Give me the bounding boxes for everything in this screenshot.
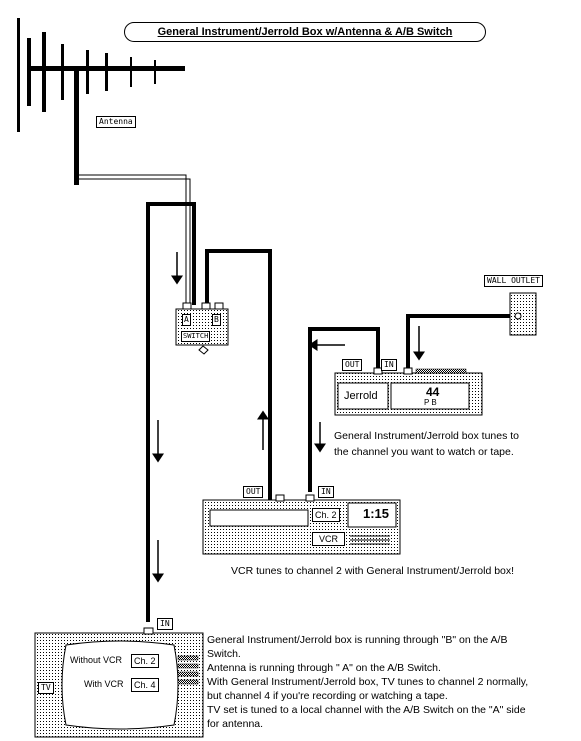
antenna-icon: [17, 18, 185, 185]
vcr-name-label: VCR: [312, 532, 346, 546]
switch-label: SWITCH: [181, 331, 211, 342]
jerrold-brand: Jerrold: [344, 390, 378, 402]
vcr-in-label: IN: [318, 486, 334, 498]
note-line: Antenna is running through " A" on the A…: [207, 662, 441, 674]
jerrold-in-label: IN: [381, 359, 397, 371]
jerrold-pb-indicator: P B: [424, 398, 437, 407]
note-line: General Instrument/Jerrold box is runnin…: [207, 634, 508, 646]
jerrold-caption-line1: General Instrument/Jerrold box tunes to: [334, 430, 520, 442]
with-vcr-label: With VCR: [84, 679, 124, 689]
note-line: TV set is tuned to a local channel with …: [207, 704, 526, 716]
jerrold-box: [334, 367, 483, 416]
vcr-caption: VCR tunes to channel 2 with General Inst…: [231, 565, 515, 577]
jerrold-channel-display: 44: [426, 385, 440, 399]
jerrold-caption-line2: the channel you want to watch or tape.: [334, 446, 514, 458]
wall-outlet-label: WALL OUTLET: [484, 275, 543, 287]
vcr-clock-display: 1:15: [363, 506, 390, 521]
vcr-out-label: OUT: [243, 486, 264, 498]
vcr-channel-display: Ch. 2: [312, 508, 340, 522]
note-line: but channel 4 if you're recording or wat…: [207, 690, 448, 702]
note-line: Switch.: [207, 648, 241, 660]
without-vcr-channel: Ch. 2: [131, 654, 159, 668]
ab-switch: [175, 302, 229, 355]
vcr-box: [202, 494, 401, 555]
switch-b-label: B: [212, 314, 221, 326]
switch-a-label: A: [182, 314, 191, 326]
tv-in-label: IN: [157, 618, 173, 630]
note-line: for antenna.: [207, 718, 264, 730]
jerrold-out-label: OUT: [342, 359, 363, 371]
antenna-cable: [79, 174, 191, 305]
note-line: With General Instrument/Jerrold box, TV …: [207, 676, 529, 688]
tv-name-label: TV: [38, 682, 54, 694]
page-title: General Instrument/Jerrold Box w/Antenna…: [124, 22, 486, 42]
antenna-label: Antenna: [96, 116, 136, 128]
wall-outlet: [509, 292, 537, 336]
with-vcr-channel: Ch. 4: [131, 678, 159, 692]
without-vcr-label: Without VCR: [70, 655, 123, 665]
signal-arrows: [152, 252, 425, 583]
